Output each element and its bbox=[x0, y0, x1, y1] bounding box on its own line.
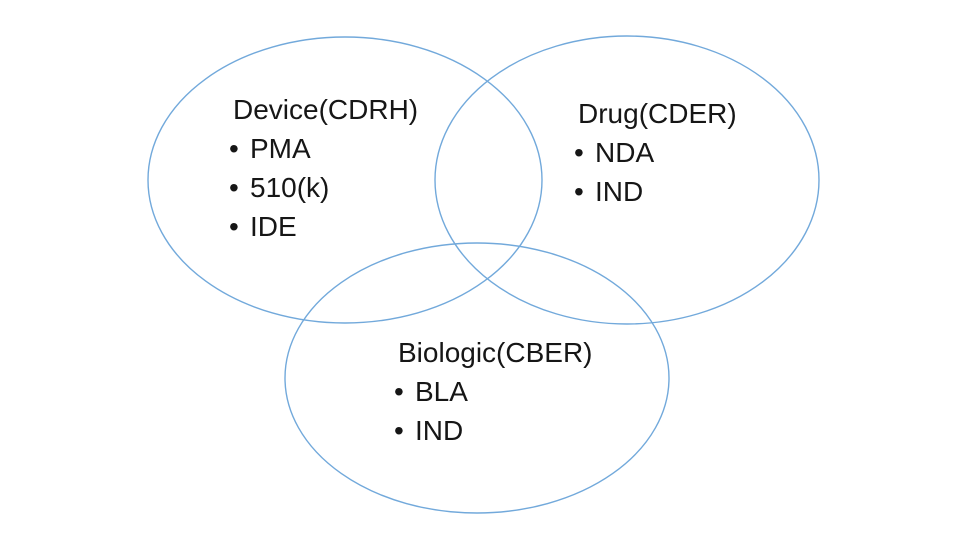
biologic-bullet-list: • BLA • IND bbox=[394, 372, 593, 450]
device-label-block: Device(CDRH) • PMA • 510(k) • IDE bbox=[229, 90, 418, 246]
bullet-icon: • bbox=[229, 211, 239, 242]
drug-ellipse bbox=[434, 35, 820, 325]
list-item: • NDA bbox=[574, 133, 737, 172]
list-item-label: IDE bbox=[250, 211, 297, 242]
drug-bullet-list: • NDA • IND bbox=[574, 133, 737, 211]
bullet-icon: • bbox=[574, 176, 584, 207]
bullet-icon: • bbox=[229, 172, 239, 203]
biologic-ellipse bbox=[284, 242, 670, 514]
list-item-label: NDA bbox=[595, 137, 655, 168]
list-item-label: IND bbox=[595, 176, 644, 207]
drug-label-block: Drug(CDER) • NDA • IND bbox=[574, 94, 737, 211]
list-item: • IDE bbox=[229, 207, 418, 246]
list-item: • BLA bbox=[394, 372, 593, 411]
list-item: • IND bbox=[394, 411, 593, 450]
bullet-icon: • bbox=[229, 133, 239, 164]
list-item: • IND bbox=[574, 172, 737, 211]
device-group-title: Device(CDRH) bbox=[233, 94, 419, 125]
bullet-icon: • bbox=[394, 376, 404, 407]
list-item-label: PMA bbox=[250, 133, 311, 164]
list-item-label: BLA bbox=[415, 376, 468, 407]
device-ellipse bbox=[147, 36, 543, 324]
biologic-group-title: Biologic(CBER) bbox=[398, 337, 593, 368]
list-item: • PMA bbox=[229, 129, 418, 168]
list-item-label: IND bbox=[415, 415, 464, 446]
bullet-icon: • bbox=[394, 415, 404, 446]
list-item: • 510(k) bbox=[229, 168, 418, 207]
biologic-label-block: Biologic(CBER) • BLA • IND bbox=[394, 333, 593, 450]
device-bullet-list: • PMA • 510(k) • IDE bbox=[229, 129, 418, 246]
list-item-label: 510(k) bbox=[250, 172, 330, 203]
drug-group-title: Drug(CDER) bbox=[578, 98, 737, 129]
bullet-icon: • bbox=[574, 137, 584, 168]
